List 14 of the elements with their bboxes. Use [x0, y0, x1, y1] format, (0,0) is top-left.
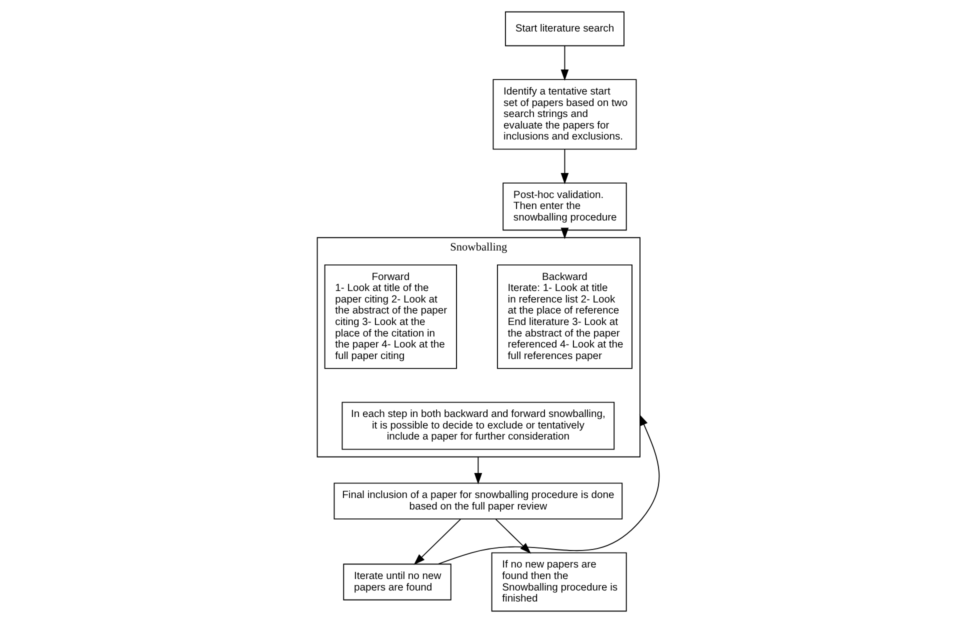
- node-box: If no new papers are found then the Snowballing procedure is finished: [491, 552, 627, 612]
- arrow: [438, 414, 660, 564]
- node-box: Backward Iterate: 1- Look at title in reference list 2- Look at the place of reference End literature 3- Look at the abstract of the paper referenced 4- Look at the full references paper: [496, 264, 632, 369]
- arrow: [560, 148, 569, 184]
- arrow: [414, 518, 462, 565]
- node-box: Identify a tentative start set of papers based on two search strings and evaluate the papers for inclusions and exclusions.: [492, 79, 637, 150]
- node-box: Final inclusion of a paper for snowballing procedure is done based on the full paper review: [334, 482, 623, 520]
- node-box: Iterate until no new papers are found: [343, 564, 452, 600]
- node-box: Forward 1- Look at title of the paper citing 2- Look at the abstract of the paper citing 3- Look at the place of the citation in the paper 4- Look at the full paper citing: [324, 264, 457, 369]
- arrow: [560, 45, 569, 81]
- node-box: In each step in both backward and forward snowballing, it is possible to decide to exclude or tentatively include a paper for further consideration: [342, 402, 615, 450]
- arrow: [474, 456, 482, 484]
- node-box: Start literature search: [504, 11, 624, 46]
- arrow: [495, 518, 532, 554]
